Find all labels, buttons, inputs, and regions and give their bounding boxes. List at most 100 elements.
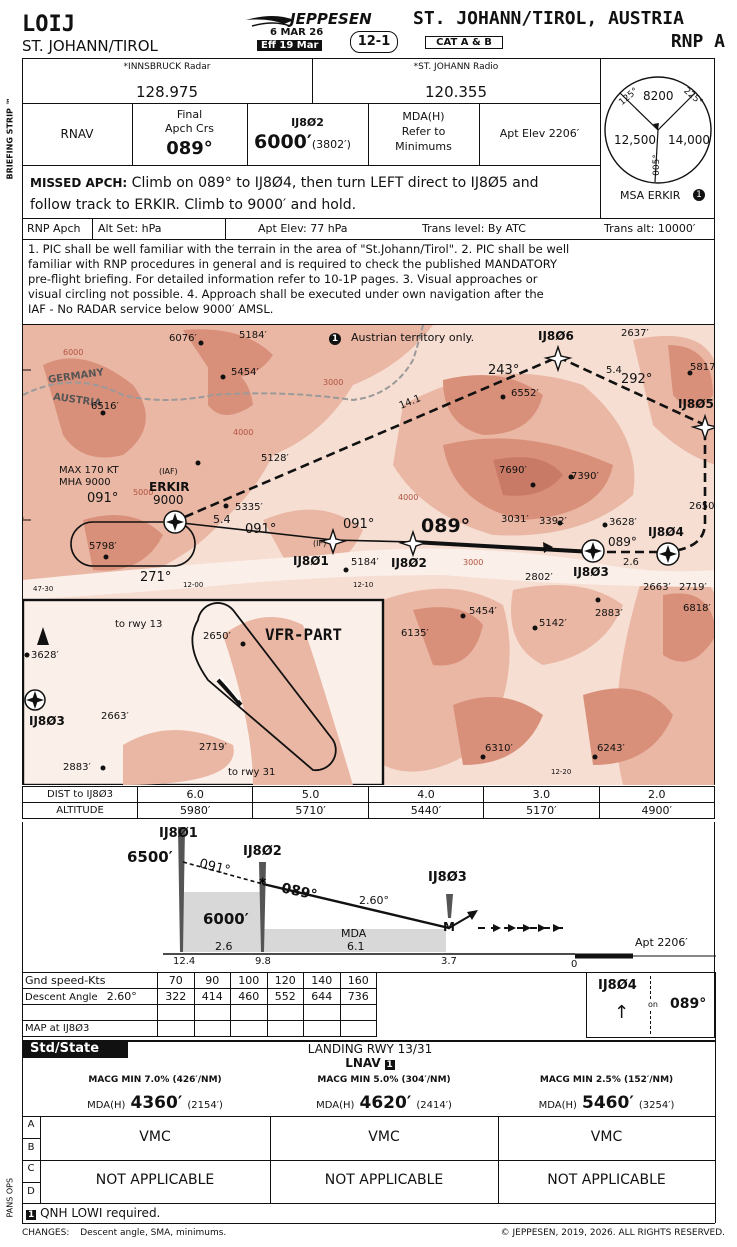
spot-elev: 3392′ <box>539 516 567 527</box>
final-crs-plan: 089° <box>421 515 471 537</box>
final-crs-label2: Apch Crs <box>165 122 214 135</box>
procedure-name: RNP A <box>670 31 725 52</box>
da-value: 2.60° <box>106 990 137 1003</box>
profile-d2: 9.8 <box>255 956 271 967</box>
copyright: © JEPPESEN, 2019, 2026. ALL RIGHTS RESER… <box>500 1228 725 1238</box>
territory-note: Austrian territory only. <box>351 331 475 344</box>
terrain-map: 6000 5000 4000 3000 4000 3000 <box>23 325 714 785</box>
note-line: pre-flight briefing. For detailed inform… <box>28 272 538 286</box>
profile-ij802-alt: 6000′ <box>203 910 249 928</box>
spot-elev: 2719′ <box>679 582 707 593</box>
vfr-elev: 2719′ <box>199 742 227 753</box>
gs-cell: 70 <box>157 972 195 989</box>
landing-rwy: LANDING RWY 13/31 <box>307 1042 433 1056</box>
gs-label: Gnd speed-Kts <box>22 972 158 989</box>
speed-table: Gnd speed-Kts 70 90 100 120 140 160 Desc… <box>22 972 377 1037</box>
alt-set: Alt Set: hPa <box>98 222 162 235</box>
radio-freq: 120.355 <box>424 83 488 101</box>
spot-elev: 5454′ <box>469 606 497 617</box>
spot-elev: 6243′ <box>597 743 625 754</box>
note-line: visual circling not possible. 4. Approac… <box>28 287 544 301</box>
plan-view: 6000 5000 4000 3000 4000 3000 <box>22 325 715 785</box>
jeppesen-swoosh-icon <box>246 16 294 27</box>
profile-seg1: 2.6 <box>215 940 233 953</box>
gs-cell: 160 <box>339 972 377 989</box>
mda-hat: (3254′) <box>638 1100 675 1111</box>
leg-dist-54: 5.4 <box>606 365 622 376</box>
qnh-note: QNH LOWI required. <box>40 1206 161 1220</box>
macg-col3: MACG MIN 2.5% (152′/NM) <box>539 1075 674 1085</box>
cat-a: A <box>27 1119 35 1130</box>
macg-col2: MACG MIN 5.0% (304′/NM) <box>317 1075 451 1085</box>
nav-type: RNAV <box>60 127 94 141</box>
profile-ij803: IJ8Ø3 <box>428 870 467 885</box>
spot-elev: 7690′ <box>499 465 527 476</box>
profile-view: * IJ8Ø1 6500′ IJ8Ø2 6000′ IJ8Ø3 091° 089… <box>22 822 716 972</box>
ma-box-crs: 089° <box>670 996 707 1012</box>
spot-elev: 3628′ <box>609 517 637 528</box>
spot-elev: 2802′ <box>525 572 553 583</box>
rate-cell: 644 <box>303 988 341 1005</box>
msa-alt-n: 8200 <box>643 89 674 103</box>
vfr-elev: 3628′ <box>31 650 59 661</box>
missed-line2: follow track to ERKIR. Climb to 9000′ an… <box>30 197 357 213</box>
mda-label1: MDA(H) <box>402 110 445 123</box>
trans-alt: Trans alt: 10000′ <box>604 222 696 235</box>
spot-elev: 5128′ <box>261 453 289 464</box>
changes-text: Descent angle, SMA, minimums. <box>80 1228 227 1238</box>
note-line: IAF - No RADAR service below 9000′ AMSL. <box>28 302 274 316</box>
alt-label: ALTITUDE <box>22 802 138 819</box>
alt-cell: 5710′ <box>252 802 369 819</box>
profile-ij801: IJ8Ø1 <box>159 826 198 841</box>
spot-elev: 6818′ <box>683 603 711 614</box>
msa-alt-e: 14,000 <box>668 133 710 147</box>
final-crs: 089° <box>166 138 213 159</box>
gs-cell: 140 <box>303 972 341 989</box>
rate-cell: 552 <box>266 988 304 1005</box>
pans-ops-label: PANS OPS <box>5 1177 15 1218</box>
qnh-note-num: 1 <box>26 1210 37 1220</box>
lnav-label: LNAV <box>345 1056 381 1070</box>
radar-label: *INNSBRUCK Radar <box>123 62 211 72</box>
cat-c: C <box>27 1163 35 1174</box>
msa-alt-w: 12,500 <box>614 133 656 147</box>
profile-ij802: IJ8Ø2 <box>243 844 282 859</box>
contour-label: 3000 <box>323 378 343 387</box>
grid-label: 47-30 <box>33 585 54 593</box>
spot-elev: 2663′ <box>643 582 671 593</box>
vfr-elev: 2663′ <box>101 711 129 722</box>
grid-label: 12-10 <box>353 581 374 589</box>
leg-crs: 091° <box>245 522 277 537</box>
spot-elev: 5142′ <box>539 618 567 629</box>
spot-elev: 2637′ <box>621 328 649 339</box>
gs-cell: 100 <box>230 972 268 989</box>
mda-hat: (2414′) <box>416 1100 452 1111</box>
svg-text:*: * <box>259 876 267 892</box>
vfr-to-rwy31: to rwy 31 <box>228 767 276 778</box>
gs-cell: 90 <box>193 972 231 989</box>
msa-note-badge: 1 <box>693 189 705 201</box>
contour-label: 4000 <box>233 428 253 437</box>
chart-index: 12-1 <box>350 31 398 53</box>
leg-crs-292: 292° <box>621 372 653 387</box>
grid-label: 12-20 <box>551 768 572 776</box>
na-col2: NOT APPLICABLE <box>324 1172 444 1188</box>
trans-level: Trans level: By ATC <box>422 222 526 235</box>
note-line: 1. PIC shall be well familiar with the t… <box>28 242 570 256</box>
mda-pre: MDA(H) <box>87 1100 126 1111</box>
profile-ij801-alt: 6500′ <box>127 848 173 866</box>
if-label: (IF) <box>313 539 327 548</box>
spot-elev: 6076′ <box>169 333 197 344</box>
vfr-title: VFR-PART <box>265 625 343 644</box>
aircraft-cat: CAT A & B <box>425 36 503 49</box>
leg-dist: 5.4 <box>213 513 231 526</box>
alt-cell: 5980′ <box>136 802 254 819</box>
grid-label: 10 <box>22 362 25 373</box>
ma-dist: 2.6 <box>623 557 639 568</box>
na-col1: NOT APPLICABLE <box>95 1172 215 1188</box>
eff-date: Eff 19 Mar <box>257 40 323 51</box>
dist-cell: 4.0 <box>367 786 485 803</box>
spot-elev: 6310′ <box>485 743 513 754</box>
brand-name: JEPPESEN <box>290 10 372 28</box>
airport-city: ST. JOHANN/TIROL <box>22 37 158 55</box>
